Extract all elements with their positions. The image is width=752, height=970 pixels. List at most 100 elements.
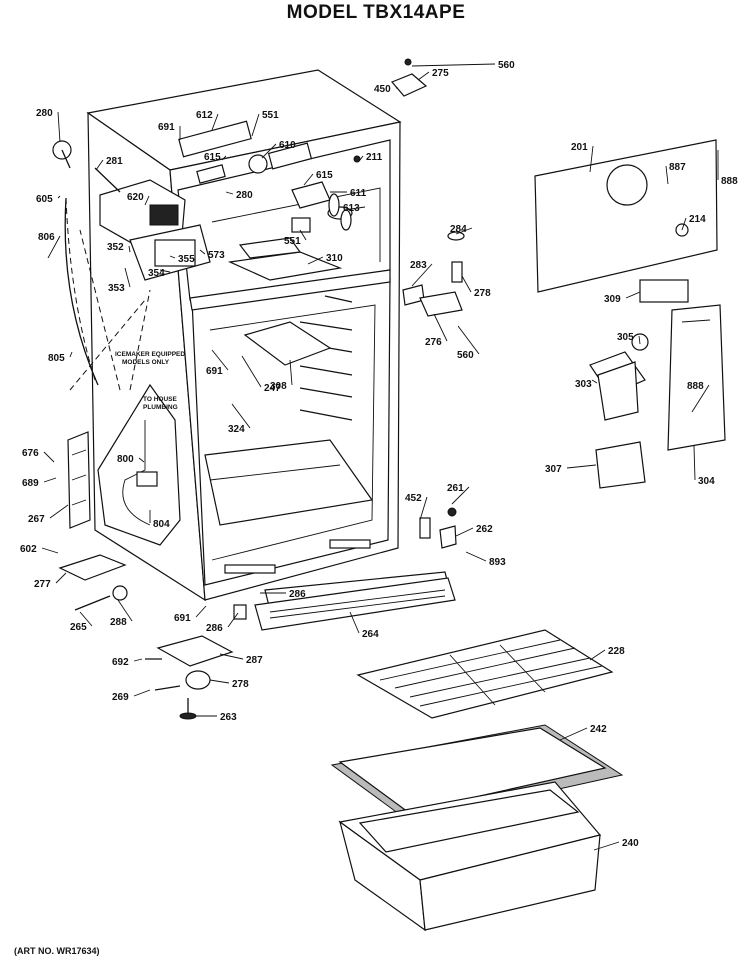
leader-line-265: [79, 611, 93, 627]
leader-line-276: [433, 313, 448, 342]
leader-line-283: [411, 263, 433, 287]
leader-line-307: [566, 464, 597, 469]
leader-line-305: [638, 335, 641, 345]
leader-line-800: [138, 457, 145, 463]
leader-line-310: [307, 256, 324, 265]
bottom-parts: [58, 554, 456, 720]
part-label-280: 280: [36, 108, 53, 119]
part-label-303: 303: [575, 379, 592, 390]
part-label-605: 605: [36, 194, 53, 205]
part-label-887: 887: [669, 162, 686, 173]
leader-line-551: [299, 229, 307, 241]
part-label-354: 354: [148, 268, 165, 279]
leader-line-353: [124, 267, 131, 288]
leader-line-240: [593, 841, 620, 851]
leader-line-560: [457, 325, 480, 355]
part-label-247: 247: [264, 383, 281, 394]
part-label-305: 305: [617, 332, 634, 343]
part-label-800: 800: [117, 454, 134, 465]
right-side-parts: [402, 139, 726, 549]
leader-line-691: [195, 605, 207, 618]
leader-line-261: [451, 486, 470, 505]
leader-line-355: [169, 255, 176, 259]
leader-line-352: [128, 245, 131, 253]
part-label-287: 287: [246, 655, 263, 666]
part-label-353: 353: [108, 283, 125, 294]
part-label-888: 888: [687, 381, 704, 392]
leader-line-610: [261, 143, 277, 159]
part-label-804: 804: [153, 519, 170, 530]
part-label-240: 240: [622, 838, 639, 849]
leader-line-242: [559, 727, 588, 741]
leader-line-613: [343, 206, 366, 211]
icemaker-assembly: [52, 140, 211, 281]
leader-line-303: [591, 379, 598, 384]
leader-line-805: [69, 351, 73, 358]
part-label-888: 888: [721, 176, 738, 187]
note-plumbing-2: PLUMBING: [143, 404, 178, 411]
leader-line-888: [691, 384, 710, 413]
part-label-283: 283: [410, 260, 427, 271]
part-label-280: 280: [236, 190, 253, 201]
leader-line-615: [303, 173, 314, 186]
part-label-267: 267: [28, 514, 45, 525]
part-label-805: 805: [48, 353, 65, 364]
part-label-308: 308: [270, 381, 287, 392]
leader-line-620: [144, 195, 150, 206]
part-label-264: 264: [362, 629, 379, 640]
leader-line-280: [225, 191, 234, 195]
leader-line-452: [419, 496, 428, 521]
part-label-286: 286: [206, 623, 223, 634]
leader-line-692: [133, 658, 143, 662]
leader-line-269: [133, 689, 151, 697]
part-label-261: 261: [447, 483, 464, 494]
part-label-304: 304: [698, 476, 715, 487]
leader-line-676: [43, 451, 55, 463]
part-label-228: 228: [608, 646, 625, 657]
part-label-612: 612: [196, 110, 213, 121]
water-line-assembly: [64, 197, 181, 546]
leader-line-201: [589, 145, 594, 173]
part-label-269: 269: [112, 692, 129, 703]
leader-line-286: [227, 612, 239, 628]
leader-line-691: [211, 349, 229, 371]
part-label-893: 893: [489, 557, 506, 568]
leader-line-602: [41, 547, 59, 554]
part-label-573: 573: [208, 250, 225, 261]
part-label-288: 288: [110, 617, 127, 628]
leader-line-280: [57, 111, 61, 143]
part-label-284: 284: [450, 224, 467, 235]
diagram-notes: ICEMAKER EQUIPPED MODELS ONLY TO HOUSE P…: [115, 351, 185, 411]
part-label-691: 691: [158, 122, 175, 133]
leader-line-612: [211, 113, 219, 131]
part-label-452: 452: [405, 493, 422, 504]
leader-line-214: [681, 217, 687, 231]
part-label-214: 214: [689, 214, 706, 225]
part-label-551: 551: [262, 110, 279, 121]
part-label-277: 277: [34, 579, 51, 590]
part-label-278: 278: [232, 679, 249, 690]
leader-line-267: [49, 504, 69, 519]
part-label-610: 610: [279, 140, 296, 151]
part-label-352: 352: [107, 242, 124, 253]
leader-line-354: [159, 269, 171, 273]
leader-line-308: [289, 359, 293, 386]
diagram-title: MODEL TBX14APE: [286, 2, 466, 23]
leader-line-211: [359, 155, 364, 161]
leader-line-573: [199, 249, 206, 255]
crisper-pan: [338, 781, 602, 932]
part-label-692: 692: [112, 657, 129, 668]
art-number: (ART NO. WR17634): [14, 946, 100, 956]
leader-line-287: [219, 653, 244, 660]
leader-line-615: [221, 155, 227, 161]
leader-line-264: [349, 611, 360, 634]
leader-line-262: [455, 527, 474, 537]
part-label-211: 211: [366, 152, 383, 163]
leader-line-278: [461, 275, 472, 293]
leader-line-806: [47, 235, 61, 259]
leader-line-277: [55, 572, 67, 584]
leader-line-560: [411, 63, 496, 67]
part-label-263: 263: [220, 712, 237, 723]
